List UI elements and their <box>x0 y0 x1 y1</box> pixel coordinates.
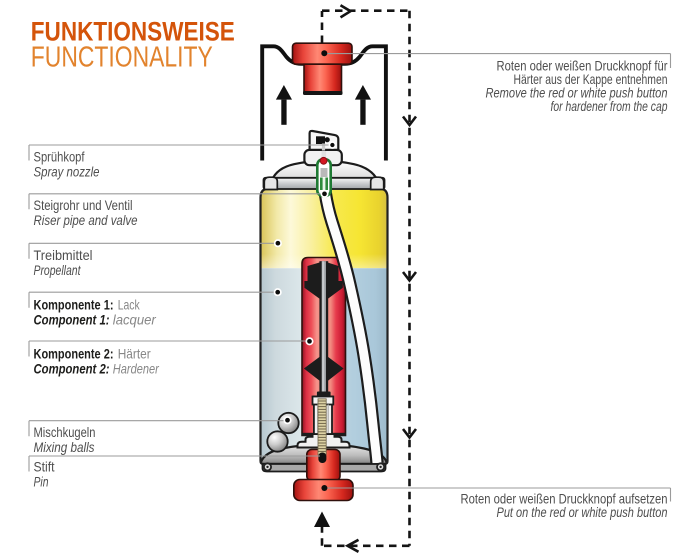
svg-text:for hardener from the cap: for hardener from the cap <box>551 99 668 114</box>
svg-text:Härter aus der Kappe entnehmen: Härter aus der Kappe entnehmen <box>514 72 668 87</box>
svg-text:Riser pipe and valve: Riser pipe and valve <box>34 212 138 228</box>
svg-text:Härter: Härter <box>118 345 151 361</box>
svg-text:Pin: Pin <box>34 474 49 490</box>
svg-text:Propellant: Propellant <box>34 262 82 278</box>
svg-text:Stift: Stift <box>34 459 55 475</box>
svg-text:Lack: Lack <box>118 297 141 313</box>
svg-text:Mischkugeln: Mischkugeln <box>34 424 96 440</box>
svg-text:FUNKTIONSWEISE: FUNKTIONSWEISE <box>31 16 235 46</box>
svg-text:Komponente 1:: Komponente 1: <box>34 297 114 313</box>
svg-text:Mixing balls: Mixing balls <box>34 439 95 455</box>
svg-text:Treibmittel: Treibmittel <box>34 247 93 263</box>
svg-text:Steigrohr und Ventil: Steigrohr und Ventil <box>34 197 133 213</box>
svg-text:Roten oder weißen Druckknopf f: Roten oder weißen Druckknopf für <box>497 59 668 74</box>
svg-text:Component 1:: Component 1: <box>34 312 110 328</box>
svg-text:Remove the red or white push b: Remove the red or white push button <box>486 86 668 101</box>
svg-text:lacquer: lacquer <box>113 312 157 328</box>
svg-text:Sprühkopf: Sprühkopf <box>34 148 85 164</box>
svg-text:Hardener: Hardener <box>113 360 160 376</box>
svg-text:Komponente 2:: Komponente 2: <box>34 345 114 361</box>
svg-text:Spray nozzle: Spray nozzle <box>34 163 100 179</box>
svg-text:Component 2:: Component 2: <box>34 360 110 376</box>
svg-text:Roten oder weißen Druckknopf a: Roten oder weißen Druckknopf aufsetzen <box>461 491 668 506</box>
svg-text:FUNCTIONALITY: FUNCTIONALITY <box>31 42 213 74</box>
svg-text:Put on the red or white push b: Put on the red or white push button <box>497 505 668 520</box>
